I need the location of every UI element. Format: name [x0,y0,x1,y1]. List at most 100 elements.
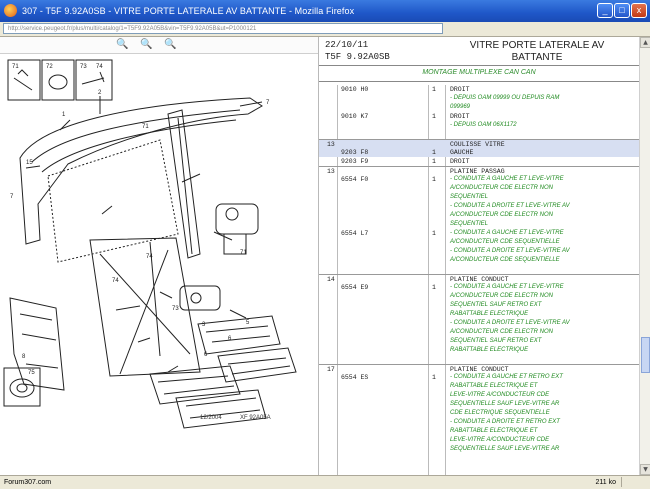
table-row[interactable]: 099969 [319,103,639,112]
callout-label: 71 [142,124,149,130]
zoom-out-icon[interactable]: 🔍 [140,39,153,50]
callout-label: 7 [266,100,270,106]
table-row[interactable]: SEQUENTIELLE SAUF LEVE-VITRE AR [319,400,639,409]
part-description: SEQUENTIEL [450,194,489,200]
table-row[interactable]: SEQUENTIEL SAUF RETRO EXT [319,337,639,346]
part-description: DROIT [450,113,470,120]
table-row[interactable]: RABATTABLE ELECTRIQUE ET [319,427,639,436]
callout-label: 6 [204,352,208,358]
part-description: A/CONDUCTEUR CDE ELECTR NON [450,212,554,218]
part-quantity: 1 [432,113,436,120]
table-row[interactable]: RABATTABLE ELECTRIQUE [319,310,639,319]
zoom-reset-icon[interactable]: 🔍 [164,39,177,50]
callout-label: 2 [98,90,102,96]
part-description: RABATTABLE ELECTRIQUE [450,311,529,317]
table-row[interactable]: - DEPUIS OAM 09999 OU DEPUIS RAM [319,94,639,103]
zoom-in-icon[interactable]: 🔍 [116,39,129,50]
exploded-parts-diagram: 71 72 73 74 7 2 1 15 7 3 5 6 8 75 71 73 … [3,59,297,429]
callout-label: 73 [80,64,87,70]
resize-grip-icon[interactable] [621,477,648,487]
callout-label: 71 [240,250,247,256]
table-row[interactable] [319,130,639,139]
part-description: A/CONDUCTEUR CDE SEQUENTIELLE [450,239,560,245]
table-row[interactable]: SEQUENTIEL SAUF RETRO EXT [319,301,639,310]
table-row[interactable]: A/CONDUCTEUR CDE ELECTR NON [319,328,639,337]
table-row[interactable]: SEQUENTIELLE SAUF LEVE-VITRE AR [319,445,639,454]
part-description: - CONDUITE A DROITE ET LEVE-VITRE AV [450,248,570,254]
table-row[interactable]: RABATTABLE ELECTRIQUE [319,346,639,355]
table-row[interactable]: A/CONDUCTEUR CDE SEQUENTIELLE [319,256,639,265]
part-description: - CONDUITE A GAUCHE ET LEVE-VITRE [450,230,564,236]
table-row[interactable]: - CONDUITE A DROITE ET LEVE-VITRE AV [319,247,639,256]
part-description: - CONDUITE A DROITE ET LEVE-VITRE AV [450,320,570,326]
part-description: DROIT [450,86,470,93]
part-description: 099969 [450,104,471,110]
table-row[interactable]: A/CONDUCTEUR CDE ELECTR NON [319,211,639,220]
callout-label: 74 [112,278,119,284]
row-index: 14 [327,276,335,283]
table-row[interactable]: LEVE-VITRE A/CONDUCTEUR CDE [319,436,639,445]
table-row[interactable]: SEQUENTIEL [319,193,639,202]
part-quantity: 1 [432,284,436,291]
table-row[interactable]: A/CONDUCTEUR CDE SEQUENTIELLE [319,238,639,247]
table-row[interactable]: CDE ELECTRIQUE SEQUENTIELLE [319,409,639,418]
table-row[interactable]: - DEPUIS OAM 06X1172 [319,121,639,130]
scroll-thumb[interactable] [641,337,650,373]
scroll-up-icon[interactable]: ▲ [640,37,650,48]
table-row[interactable]: RABATTABLE ELECTRIQUE ET [319,382,639,391]
part-description: SEQUENTIEL SAUF RETRO EXT [450,302,542,308]
table-row[interactable] [319,355,639,364]
part-quantity: 1 [432,176,436,183]
page-size: 211 ko [595,479,617,486]
table-row[interactable] [319,265,639,274]
table-row[interactable]: - CONDUITE A DROITE ET LEVE-VITRE AV [319,202,639,211]
maximize-button[interactable]: □ [614,3,630,18]
table-row[interactable]: LEVE-VITRE A/CONDUCTEUR CDE [319,391,639,400]
fastener-inset-73 [75,59,113,101]
header-title-line2: BATTANTE [511,52,563,63]
part-description: - CONDUITE A DROITE ET RETRO EXT [450,419,560,425]
zoom-toolbar: 🔍 🔍 🔍 [0,37,318,54]
callout-label: 74 [146,254,153,260]
table-row[interactable]: - CONDUITE A DROITE ET RETRO EXT [319,418,639,427]
part-code: 9203 F8 [341,149,369,156]
vertical-scrollbar[interactable]: ▲ ▼ [639,37,650,475]
column-divider [337,85,338,475]
status-bar: Forum307.com 211 ko [0,475,650,489]
table-row[interactable]: SEQUENTIEL [319,220,639,229]
table-row[interactable]: A/CONDUCTEUR CDE ELECTR NON [319,292,639,301]
part-description: PLATINE CONDUCT [450,366,509,373]
part-description: A/CONDUCTEUR CDE ELECTR NON [450,293,554,299]
status-text: Forum307.com [4,479,52,486]
callout-label: 5 [246,320,250,326]
part-description: - CONDUITE A GAUCHE ET LEVE-VITRE [450,176,564,182]
part-quantity: 1 [432,86,436,93]
table-row[interactable]: A/CONDUCTEUR CDE ELECTR NON [319,184,639,193]
callout-label: 75 [28,370,35,376]
part-description: A/CONDUCTEUR CDE SEQUENTIELLE [450,257,560,263]
part-code: 6554 ES [341,374,369,381]
part-description: LEVE-VITRE A/CONDUCTEUR CDE [450,392,550,398]
firefox-icon [4,4,17,17]
table-row[interactable]: - CONDUITE A DROITE ET LEVE-VITRE AV [319,319,639,328]
close-button[interactable]: x [631,3,647,18]
part-description: - CONDUITE A DROITE ET LEVE-VITRE AV [450,203,570,209]
minimize-button[interactable]: _ [597,3,613,18]
part-description: RABATTABLE ELECTRIQUE ET [450,383,538,389]
url-field[interactable]: http://service.peugeot.fr/plus/multi/cat… [3,23,443,34]
scroll-down-icon[interactable]: ▼ [640,464,650,475]
callout-label: 15 [26,160,33,166]
